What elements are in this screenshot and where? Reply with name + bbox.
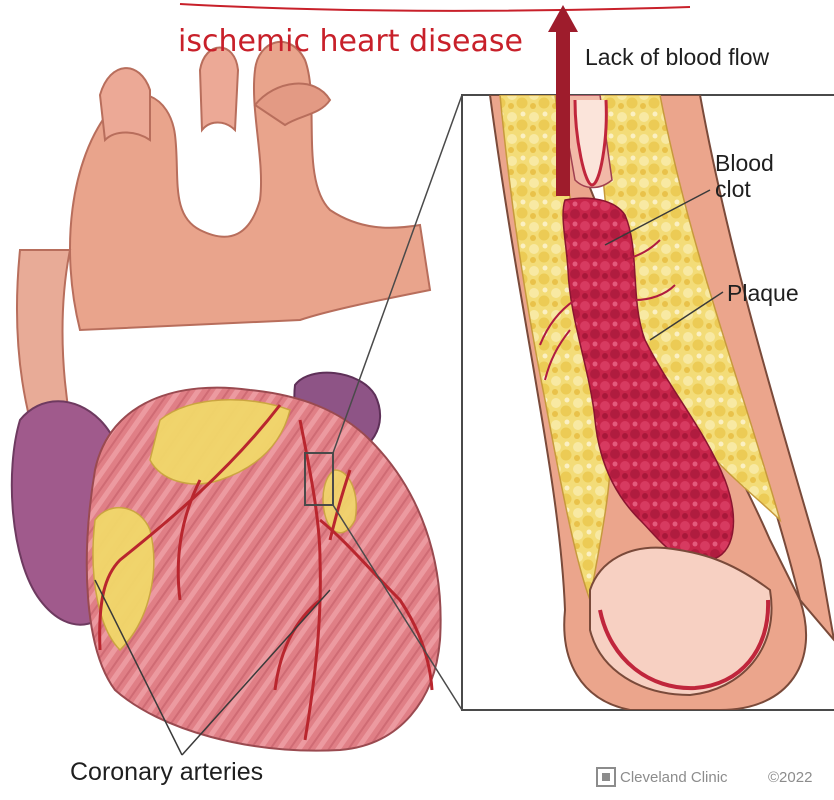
label-coronary-arteries: Coronary arteries: [70, 758, 263, 787]
cleveland-clinic-logo-icon: [597, 768, 615, 786]
heart: [12, 42, 441, 751]
annotation-top-stroke: [180, 4, 690, 11]
credit-brand: Cleveland Clinic: [620, 769, 728, 786]
label-blood-clot-line1: Blood: [715, 150, 774, 177]
label-blood-clot-line2: clot: [715, 176, 751, 203]
label-plaque: Plaque: [727, 280, 799, 307]
vessel-mid: [200, 48, 238, 131]
label-lack-of-blood-flow: Lack of blood flow: [585, 44, 769, 71]
credit-year: ©2022: [768, 769, 812, 786]
vessel-left: [100, 68, 150, 140]
vena-cava: [17, 250, 70, 420]
annotation-title: ischemic heart disease: [178, 24, 523, 59]
